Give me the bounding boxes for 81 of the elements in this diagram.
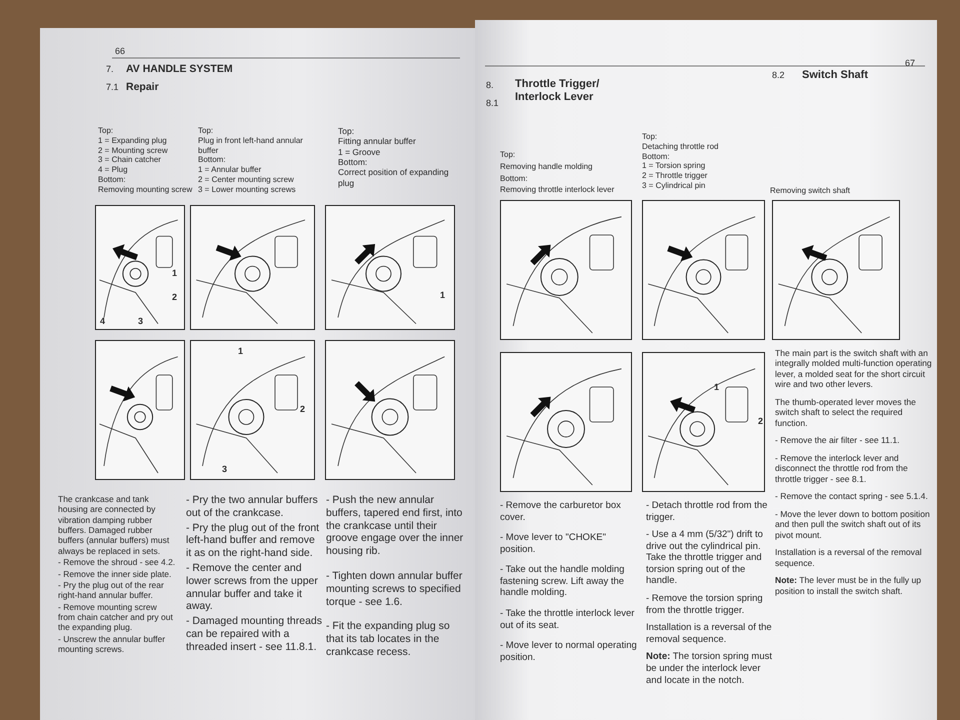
instruction-text: - Move lever to normal operating position. <box>500 640 638 664</box>
figure-caption: 3 = Chain catcher <box>98 155 162 165</box>
callout-number: 3 <box>222 464 228 475</box>
instruction-text: - Pry the plug out of the rear right-hand annular buffer. <box>58 580 165 601</box>
body-paragraph: The main part is the switch shaft with an integrally molded multi-function operating lever, a molded seat for the short circuit wire and two other levers. <box>775 348 933 390</box>
instruction-text: - Detach throttle rod from the trigger. <box>646 500 768 524</box>
figure-caption: 1 = Annular buffer <box>198 165 262 175</box>
instruction-text: - Move lever to "CHOKE" position. <box>500 532 607 556</box>
instruction-text: - Damaged mounting threads can be repaired with a threaded insert - see 11.8.1. <box>186 615 322 654</box>
instruction-text: - Remove the shroud - see 4.2. <box>58 557 176 568</box>
figure-caption: Top: <box>98 126 114 136</box>
figure-caption: 4 = Plug <box>98 165 129 175</box>
instruction-text: - Move the lever down to bottom position and then pull the switch shaft out of its pivot mount. <box>775 508 931 540</box>
figure-caption: 1 = Torsion spring <box>642 161 706 171</box>
figure-caption: 1 = Groove <box>338 146 382 158</box>
figure-caption: Bottom: <box>642 152 671 162</box>
instruction-text: - Pry the two annular buffers out of the crankcase. <box>186 494 319 520</box>
instruction-text: - Remove the torsion spring from the throttle trigger. <box>646 593 764 616</box>
figure-caption: Bottom: <box>98 174 127 184</box>
instruction-text: - Remove the air filter - see 11.1. <box>775 435 900 446</box>
note-text: Note: The lever must be in the fully up position to install the switch shaft. <box>775 575 922 596</box>
section-number: 8.2 <box>772 70 786 81</box>
section-heading: AV HANDLE SYSTEM <box>126 63 234 76</box>
callout-number: 3 <box>138 316 144 327</box>
section-number: 8.1 <box>486 98 500 109</box>
page-number: 66 <box>115 46 126 57</box>
callout-number: 4 <box>100 316 106 327</box>
section-heading: Repair <box>126 81 160 94</box>
section-number: 7. <box>106 64 115 75</box>
instruction-text: - Pry the plug out of the front left-hand buffer and remove it as on the right-hand side. <box>186 522 320 560</box>
instruction-text: - Remove the contact spring - see 5.1.4. <box>775 491 929 502</box>
instruction-text: - Remove mounting screw from chain catcher and pry out the expanding plug. <box>58 602 174 633</box>
figure-caption: Top: <box>198 126 214 136</box>
figure-caption: Bottom: <box>500 174 529 184</box>
callout-number: 1 <box>172 268 178 279</box>
figure-caption: Plug in front left-hand annular buffer <box>198 136 304 156</box>
instruction-text: - Remove the center and lower screws from the upper annular buffer and take it away. <box>186 562 319 614</box>
instruction-text: - Take out the handle molding fastening screw. Lift away the handle molding. <box>500 564 626 600</box>
callout-number: 1 <box>440 290 446 301</box>
callout-number: 1 <box>714 382 720 393</box>
body-paragraph: Installation is a reversal of the removal sequence. <box>775 547 923 568</box>
body-paragraph: The crankcase and tank housing are connected by vibration damping rubber buffers. Damaged rubber buffers (annular buffers) must always be replaced in sets. <box>58 494 170 556</box>
instruction-text: - Unscrew the annular buffer mounting screws. <box>58 634 166 654</box>
figure-caption: Removing handle molding <box>500 162 594 172</box>
section-number: 8. <box>486 80 495 91</box>
instruction-text: - Push the new annular buffers, tapered end first, into the crankcase until their groove engage over the inner housing rib. <box>326 494 464 558</box>
section-number: 7.1 <box>106 82 120 93</box>
figure-caption: 2 = Center mounting screw <box>198 174 295 184</box>
instruction-text: - Remove the interlock lever and disconnect the throttle rod from the throttle trigger - see 8.1. <box>775 452 909 484</box>
figure-caption: 3 = Cylindrical pin <box>642 180 706 190</box>
instruction-text: - Tighten down annular buffer mounting screws to specified torque - see 1.6. <box>326 570 464 608</box>
callout-number: 1 <box>238 346 244 357</box>
figure-caption: 1 = Expanding plug <box>98 136 168 146</box>
figure-caption: Removing switch shaft <box>770 186 852 196</box>
figure-caption: 2 = Mounting screw <box>98 146 169 156</box>
callout-number: 2 <box>300 404 306 415</box>
figure-caption: Bottom: <box>198 155 227 165</box>
figure-caption: Fitting annular buffer <box>338 136 417 147</box>
figure-caption: Top: <box>500 150 516 160</box>
figure-caption: Top: <box>338 126 356 136</box>
instruction-text: - Take the throttle interlock lever out of its seat. <box>500 608 636 632</box>
callout-number: 2 <box>172 292 178 303</box>
section-heading: Switch Shaft <box>802 69 870 82</box>
figure-caption: Bottom: <box>338 157 368 168</box>
figure-caption: 3 = Lower mounting screws <box>198 184 297 194</box>
note-text: Note: The torsion spring must be under the interlock lever and locate in the notch. <box>646 651 772 686</box>
instruction-text: - Remove the inner side plate. <box>58 568 172 579</box>
body-paragraph: Installation is a reversal of the removal sequence. <box>646 622 772 646</box>
body-paragraph: The thumb-operated lever moves the switch shaft to select the required function. <box>775 396 917 428</box>
figure-caption: Removing throttle interlock lever <box>500 185 616 195</box>
section-heading: Throttle Trigger/ Interlock Lever <box>515 78 600 104</box>
figure-caption: Correct position of expanding plug <box>338 167 450 188</box>
figure-caption: Detaching throttle rod <box>642 142 720 152</box>
figure-caption: Removing mounting screw <box>98 184 193 194</box>
instruction-text: - Use a 4 mm (5/32") drift to drive out the cylindrical pin. Take the throttle trigger and torsion spring out of the handle. <box>646 529 764 588</box>
instruction-text: - Fit the expanding plug so that its tab locates in the crankcase recess. <box>326 620 451 659</box>
callout-number: 2 <box>758 416 764 427</box>
figure-caption: Top: <box>642 132 658 142</box>
figure-caption: 2 = Throttle trigger <box>642 171 708 181</box>
instruction-text: - Remove the carburetor box cover. <box>500 500 622 524</box>
page-number: 67 <box>905 58 916 69</box>
